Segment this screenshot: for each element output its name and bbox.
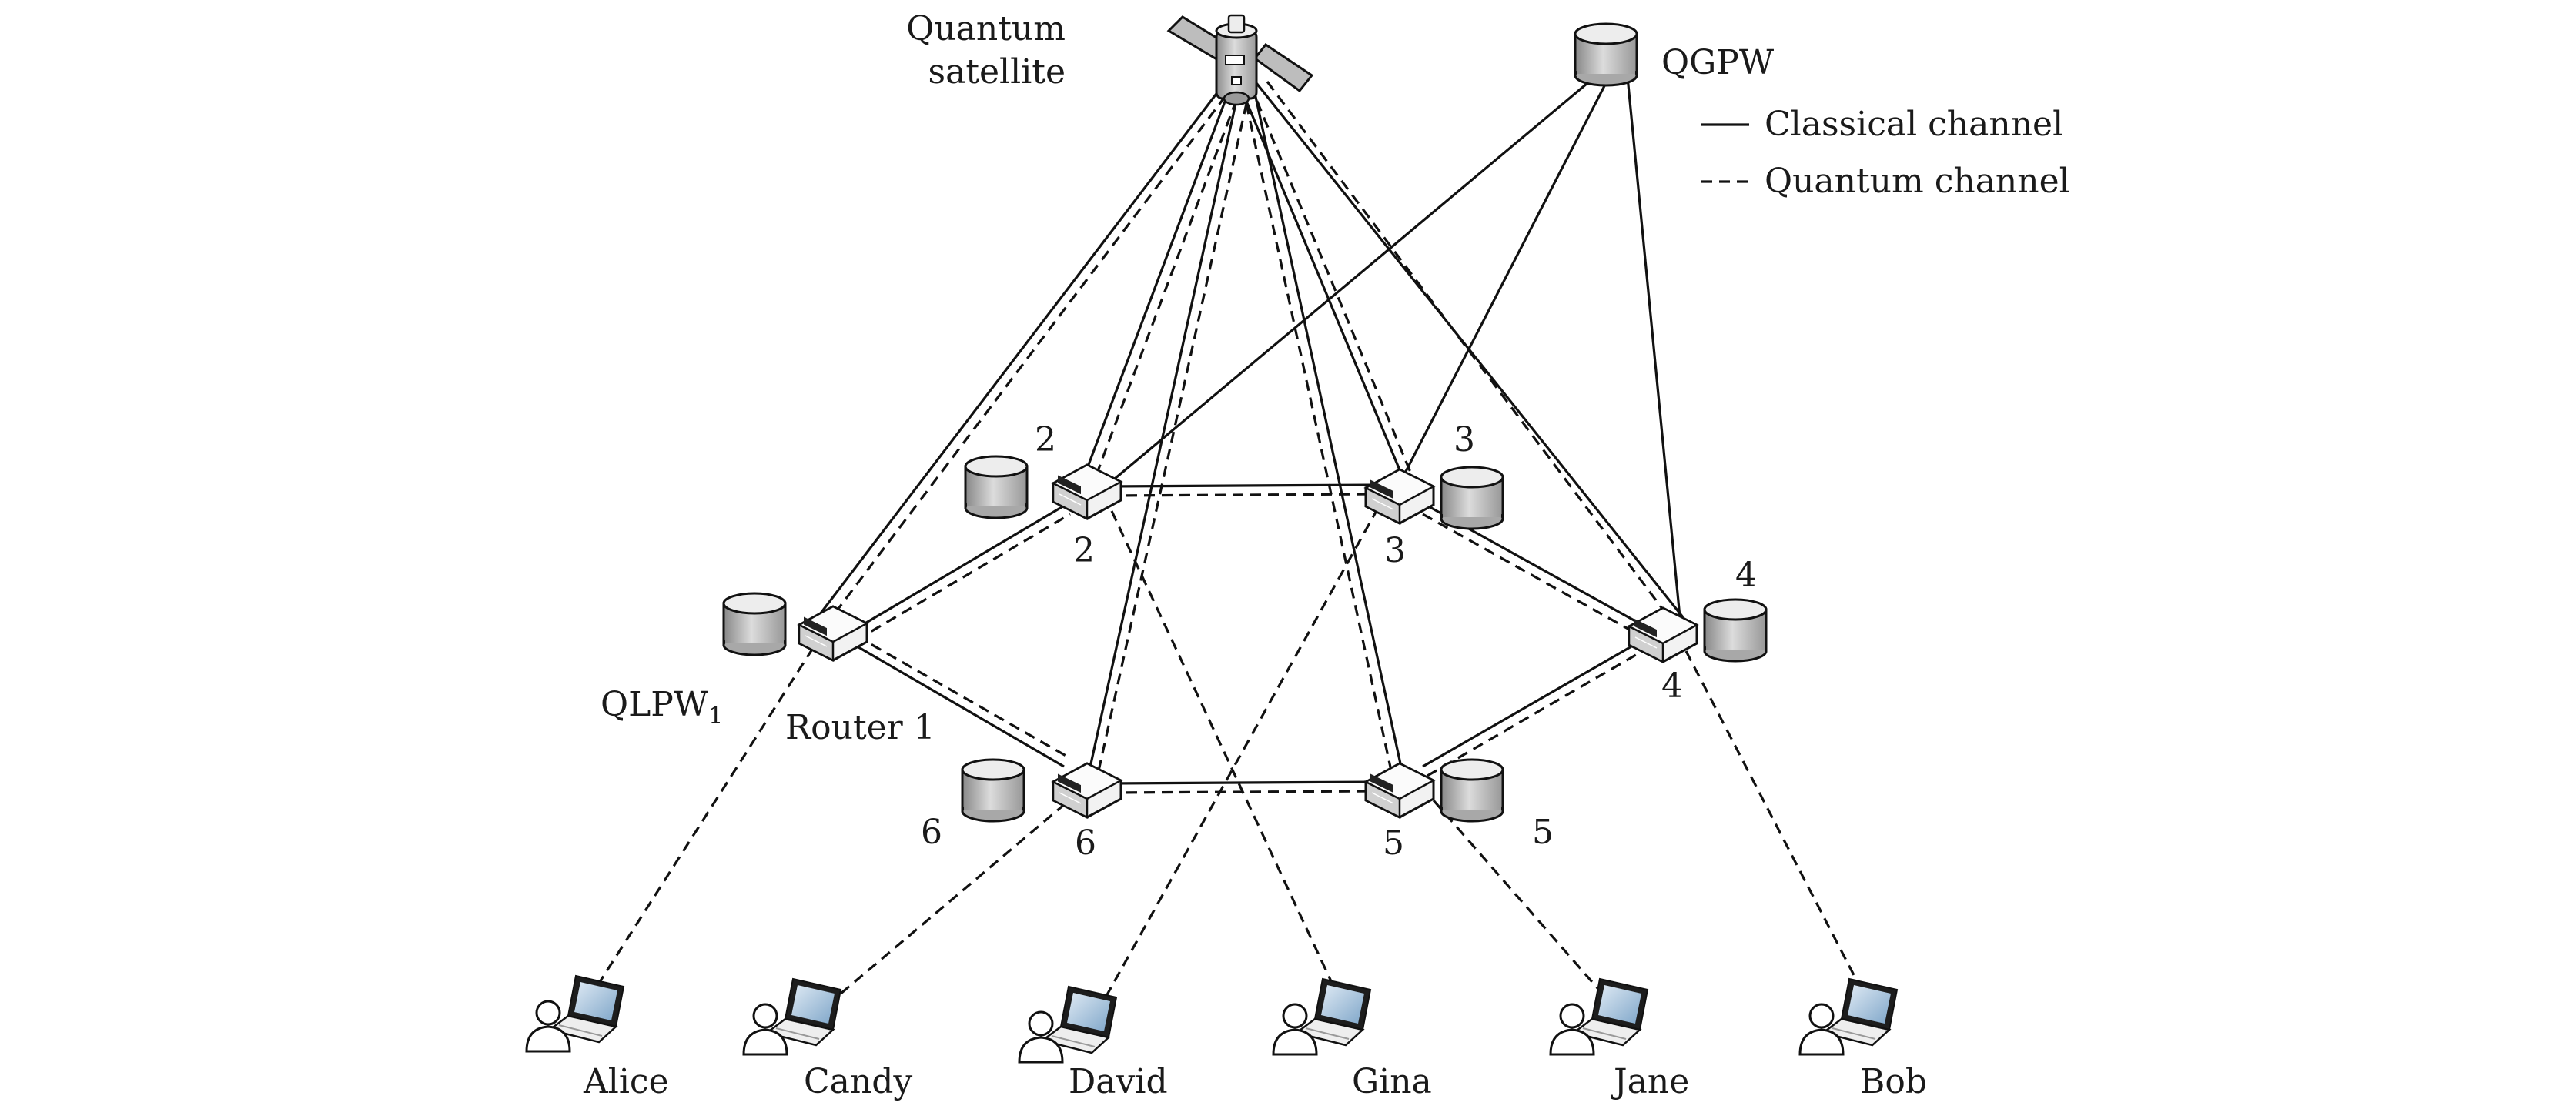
router5-label: 5 [1383, 823, 1404, 863]
server-icon-2 [964, 455, 1029, 519]
server-icon-6 [961, 758, 1025, 823]
server2-label: 2 [1035, 420, 1056, 459]
qlpw-label-main: QLPW [601, 685, 709, 724]
laptop-user-icon-jane [1549, 977, 1649, 1056]
qgpw-label: QGPW [1661, 43, 1775, 82]
server4-label: 4 [1735, 556, 1757, 595]
qgpw-server-icon [1574, 22, 1638, 87]
server-icon-3 [1440, 466, 1504, 530]
laptop-user-icon-alice [525, 974, 625, 1053]
user-label-jane: Jane [1611, 1062, 1689, 1101]
user-label-gina: Gina [1352, 1062, 1432, 1101]
satellite-label-line2: satellite [928, 52, 1066, 92]
satellite-icon [1166, 14, 1314, 106]
router3-label: 3 [1384, 531, 1406, 570]
laptop-user-icon-gina [1272, 977, 1372, 1056]
router-icon-2 [1052, 463, 1122, 520]
qlpw-label: QLPW1 [601, 685, 723, 730]
laptop-user-icon-bob [1798, 977, 1899, 1056]
router2-label: 2 [1073, 531, 1095, 570]
user-label-bob: Bob [1860, 1062, 1927, 1101]
server-icon-5 [1440, 758, 1504, 823]
channel-lines [591, 74, 1866, 1012]
user-label-alice: Alice [583, 1062, 669, 1101]
user-label-candy: Candy [804, 1062, 912, 1101]
legend-quantum-label: Quantum channel [1765, 162, 2070, 201]
server5-label: 5 [1532, 813, 1554, 852]
router1-label: Router 1 [785, 708, 935, 747]
user-label-david: David [1069, 1062, 1168, 1101]
router-icon-6 [1052, 762, 1122, 819]
qlpw-server-icon [722, 592, 787, 656]
router6-label: 6 [1075, 823, 1096, 863]
server3-label: 3 [1454, 420, 1475, 459]
server-icon-4 [1703, 598, 1768, 663]
router4-label: 4 [1661, 666, 1683, 706]
legend: Classical channel Quantum channel [1701, 105, 2070, 201]
legend-classical-label: Classical channel [1765, 105, 2063, 144]
router-icon-5 [1364, 762, 1435, 819]
server6-label: 6 [921, 813, 942, 852]
satellite-label-line1: Quantum [906, 9, 1066, 48]
laptop-user-icon-candy [742, 977, 842, 1056]
qlpw-label-sub: 1 [708, 703, 723, 730]
laptop-user-icon-david [1018, 985, 1118, 1064]
